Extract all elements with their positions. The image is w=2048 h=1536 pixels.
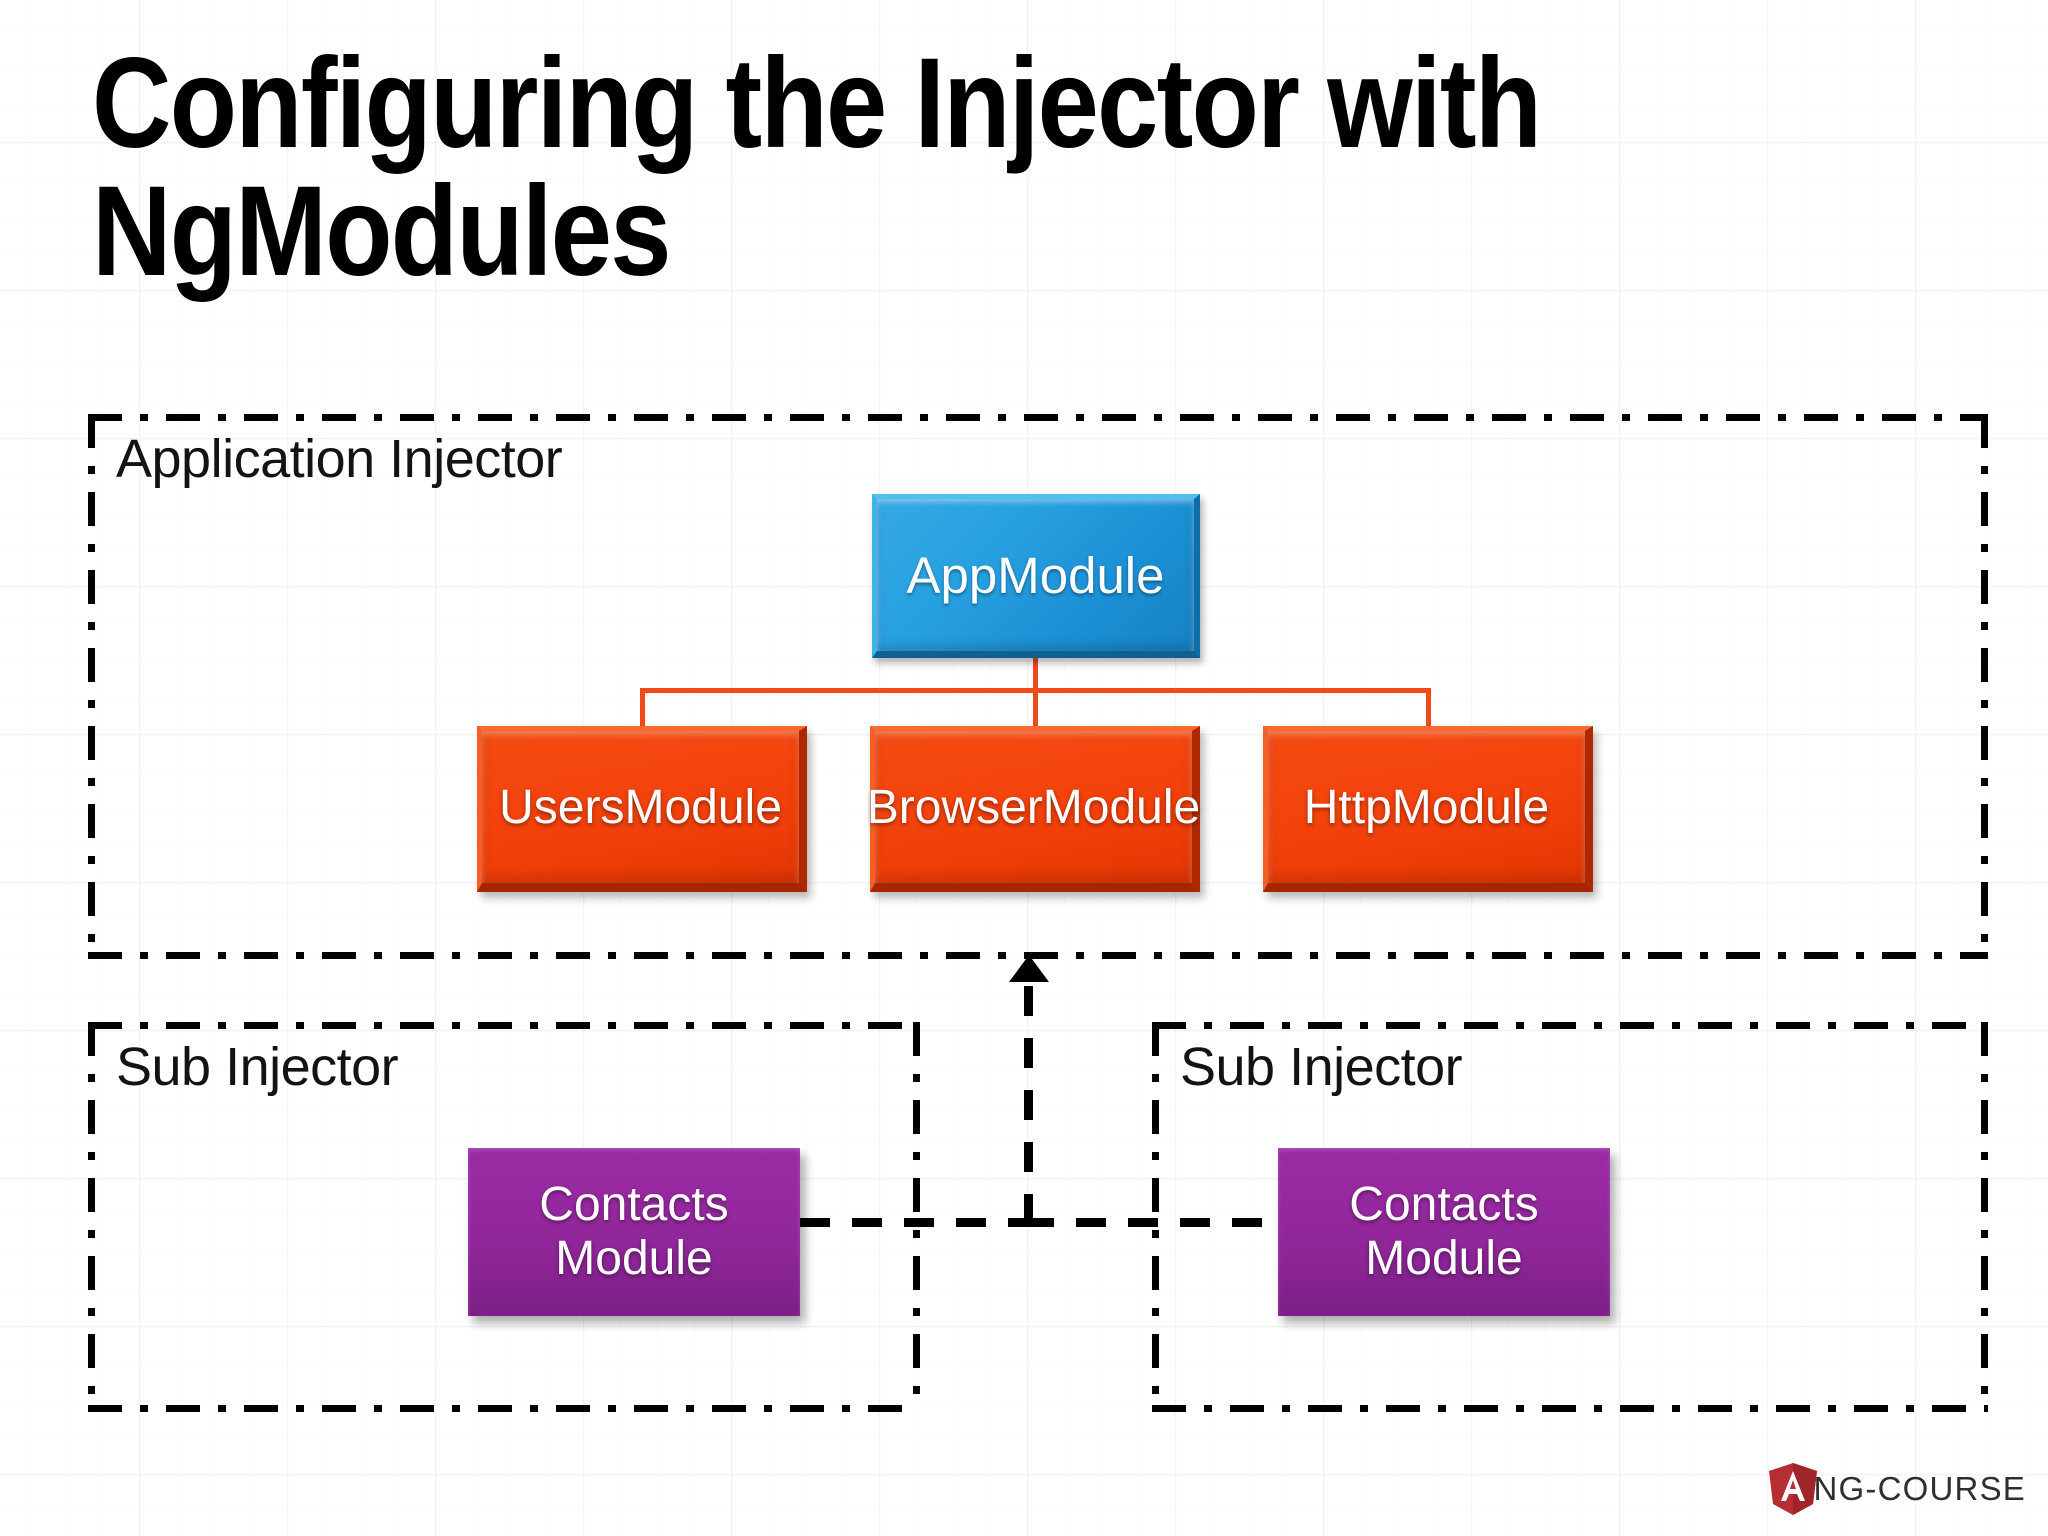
module-browser[interactable]: BrowserModule	[866, 726, 1201, 892]
module-users-label: UsersModule	[499, 780, 782, 834]
module-contacts-right[interactable]: Contacts Module	[1278, 1148, 1610, 1316]
module-app[interactable]: AppModule	[872, 494, 1200, 658]
module-browser-label: BrowserModule	[866, 780, 1201, 834]
sub-injector-left-border-bottom	[88, 1405, 920, 1412]
module-app-label: AppModule	[906, 546, 1165, 604]
sub-injector-right-label: Sub Injector	[1180, 1037, 1463, 1097]
sub-injector-right-border-bottom	[1152, 1405, 1988, 1412]
connector-arrow-up-icon	[1009, 955, 1049, 982]
connector-riser-to-app-injector	[1024, 986, 1033, 1226]
sub-injector-right-border-top	[1152, 1022, 1988, 1029]
module-contacts-right-label: Contacts Module	[1349, 1178, 1539, 1285]
connector-bus-to-users	[640, 688, 645, 730]
sub-injector-right-container: Sub Injector	[1152, 1022, 1988, 1412]
sub-injector-right-border-right	[1981, 1022, 1988, 1412]
sub-injector-left-label: Sub Injector	[116, 1037, 399, 1097]
connector-bus-to-http	[1426, 688, 1431, 730]
angular-shield-icon	[1764, 1460, 1822, 1518]
page-title: Configuring the Injector with NgModules	[92, 32, 1570, 303]
application-injector-label: Application Injector	[116, 429, 563, 489]
sub-injector-left-border-right	[913, 1022, 920, 1412]
sub-injector-left-border-top	[88, 1022, 920, 1029]
module-http[interactable]: HttpModule	[1263, 726, 1593, 892]
connector-bus-to-browser	[1033, 688, 1038, 730]
module-users[interactable]: UsersModule	[477, 726, 807, 892]
app-injector-border-top	[88, 414, 1988, 421]
ang-course-logo[interactable]: NG-COURSE	[1764, 1460, 2026, 1518]
ang-course-wordmark: NG-COURSE	[1813, 1470, 2026, 1507]
app-injector-border-left	[88, 414, 95, 959]
connector-riser-to-contacts-right	[1024, 1218, 1282, 1227]
module-http-label: HttpModule	[1303, 780, 1550, 834]
connector-contacts-left-to-riser	[800, 1218, 1032, 1227]
module-contacts-left[interactable]: Contacts Module	[468, 1148, 800, 1316]
sub-injector-left-container: Sub Injector	[88, 1022, 920, 1412]
app-injector-border-right	[1981, 414, 1988, 959]
sub-injector-right-border-left	[1152, 1022, 1159, 1412]
module-contacts-left-label: Contacts Module	[539, 1178, 729, 1285]
sub-injector-left-border-left	[88, 1022, 95, 1412]
